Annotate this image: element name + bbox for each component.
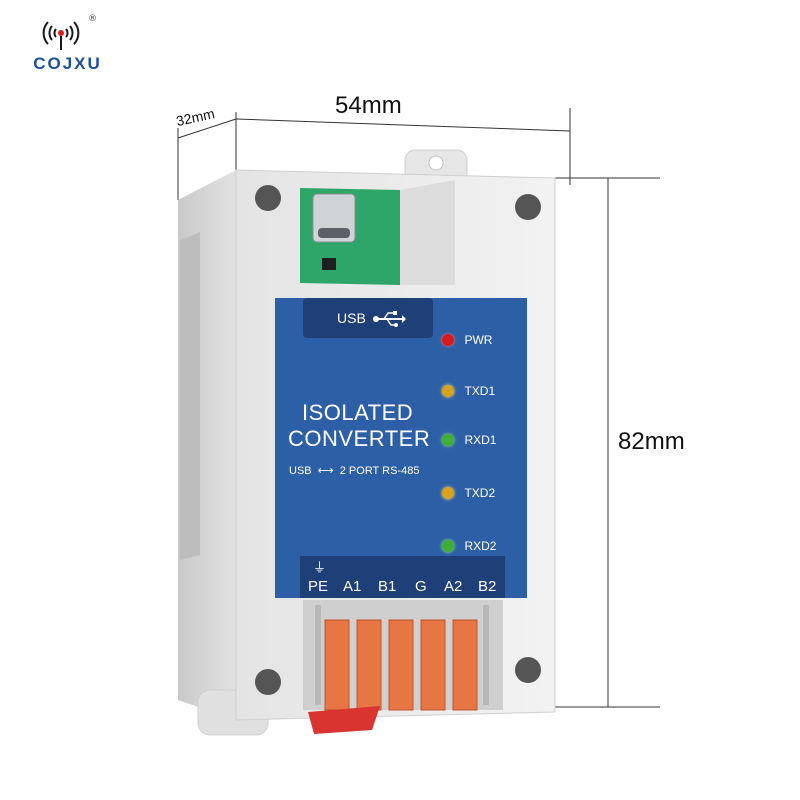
subtitle-usb: USB bbox=[289, 465, 312, 477]
terminal-label-a2: A2 bbox=[444, 578, 463, 595]
width-dimension-label: 54mm bbox=[335, 92, 402, 119]
led-label: RXD1 bbox=[464, 432, 497, 447]
led-indicator-pwr: PWR bbox=[442, 331, 492, 349]
product-title-line2: CONVERTER bbox=[288, 426, 431, 451]
terminal-label-g: G bbox=[415, 578, 427, 595]
height-dimension-label: 82mm bbox=[618, 428, 685, 455]
terminal-label-b1: B1 bbox=[378, 578, 397, 595]
led-indicator-txd2: TXD2 bbox=[442, 484, 495, 502]
led-dot-icon bbox=[442, 433, 454, 446]
led-dot-icon bbox=[442, 486, 454, 499]
led-label: RXD2 bbox=[464, 538, 497, 553]
led-indicator-txd1: TXD1 bbox=[442, 382, 495, 400]
signal-logo-icon bbox=[42, 21, 80, 50]
led-dot-icon bbox=[442, 333, 454, 346]
terminal-label-pe: PE bbox=[308, 578, 329, 595]
product-subtitle: USB ⟷ 2 PORT RS-485 bbox=[289, 464, 419, 477]
product-title-line1: ISOLATED bbox=[302, 400, 414, 425]
brand-name: COJXU bbox=[33, 54, 102, 73]
subtitle-rs485: 2 PORT RS-485 bbox=[339, 465, 420, 477]
led-label: TXD1 bbox=[464, 383, 496, 398]
led-indicator-rxd2: RXD2 bbox=[442, 537, 496, 555]
led-indicator-rxd1: RXD1 bbox=[442, 431, 496, 449]
ground-icon: ⏚ bbox=[313, 560, 327, 575]
led-label: PWR bbox=[464, 332, 493, 347]
registered-mark: ® bbox=[88, 14, 97, 24]
led-dot-icon bbox=[442, 384, 454, 397]
led-dot-icon bbox=[442, 539, 454, 552]
usb-port-label: USB bbox=[337, 310, 366, 326]
led-label: TXD2 bbox=[464, 485, 496, 500]
double-arrow-icon: ⟷ bbox=[317, 465, 334, 477]
terminal-label-b2: B2 bbox=[478, 578, 497, 595]
terminal-label-a1: A1 bbox=[343, 578, 362, 595]
usb-icon bbox=[373, 311, 406, 327]
